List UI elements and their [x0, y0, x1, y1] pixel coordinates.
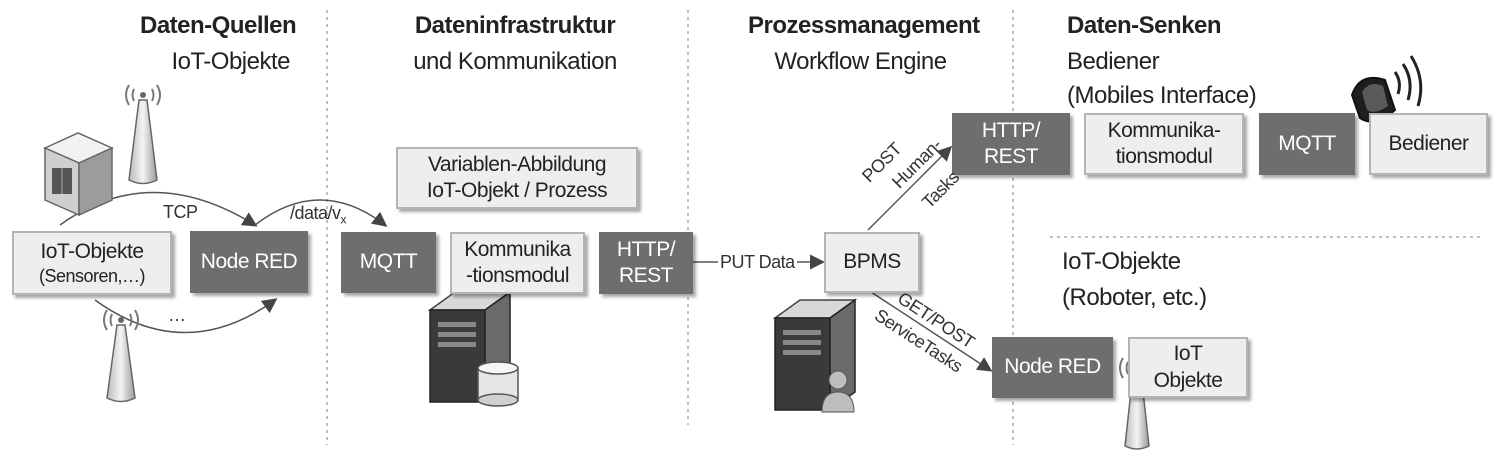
box-line: REST — [618, 264, 674, 287]
box-line: -tionsmodul — [465, 264, 570, 287]
kommunikationsmodul-box: Kommunika -tionsmodul — [450, 232, 585, 294]
header-prozessmanagement: Prozessmanagement Workflow Engine — [748, 12, 980, 76]
edge-label-subscript: x — [340, 212, 347, 227]
antenna-icon — [125, 84, 161, 185]
antenna-icon — [103, 309, 139, 403]
edge-label-tcp: TCP — [163, 202, 198, 222]
edge-label-dots: … — [168, 305, 186, 325]
server-cube-icon — [43, 132, 114, 217]
edge-label-text: /data/v — [290, 203, 341, 223]
bpms-box: BPMS — [824, 232, 920, 293]
box-line: HTTP/ — [616, 237, 676, 261]
user-icon — [821, 370, 855, 413]
header-subtitle: IoT-Objekte — [1062, 248, 1181, 275]
box-line: tionsmodul — [1115, 145, 1213, 168]
header-subtitle: IoT-Objekte — [171, 48, 290, 75]
smartwatch-icon — [1350, 55, 1423, 123]
header-daten-senken: Daten-Senken Bediener (Mobiles Interface… — [1067, 12, 1257, 110]
node-red-box: Node RED — [190, 231, 308, 293]
database-icon — [477, 361, 519, 407]
header-dateninfrastruktur: Dateninfrastruktur und Kommunikation — [400, 12, 630, 76]
header-subtitle: Workflow Engine — [774, 48, 947, 75]
variablen-abbildung-box: Variablen-Abbildung IoT-Objekt / Prozess — [396, 147, 638, 209]
edge-lower — [94, 298, 278, 334]
edge-service-tasks — [867, 289, 993, 372]
bediener-box: Bediener — [1369, 113, 1488, 175]
header-subtitle: und Kommunikation — [413, 48, 617, 75]
box-line: Objekte — [1153, 368, 1223, 392]
edge-human-tasks — [867, 145, 953, 231]
header-subtitle: (Roboter, etc.) — [1062, 284, 1207, 311]
edge-label-data-v: /data/vx — [290, 203, 347, 227]
box-line: Kommunika — [464, 237, 571, 261]
box-line: Kommunika- — [1107, 118, 1221, 142]
mqtt-box: MQTT — [1259, 113, 1355, 175]
box-line: Variablen-Abbildung — [427, 152, 607, 176]
box-line: IoT — [1173, 342, 1203, 366]
header-title: Prozessmanagement — [748, 12, 980, 39]
box-line: IoT-Objekt / Prozess — [426, 179, 608, 202]
header-subtitle: (Mobiles Interface) — [1067, 82, 1257, 109]
box-line: (Sensoren,…) — [38, 265, 146, 286]
box-line: HTTP/ — [981, 118, 1041, 142]
http-rest-box: HTTP/ REST — [599, 232, 693, 294]
header-daten-quellen: Daten-Quellen IoT-Objekte — [140, 12, 297, 76]
node-red-box: Node RED — [992, 337, 1113, 398]
box-line: REST — [983, 145, 1039, 168]
header-title: Dateninfrastruktur — [414, 12, 616, 39]
iot-objekte-box: IoT Objekte — [1128, 337, 1248, 398]
edge-label-put-data: PUT Data — [718, 252, 797, 273]
edge-data-v — [254, 199, 388, 227]
http-rest-box: HTTP/ REST — [952, 113, 1070, 175]
header-subtitle: Bediener — [1067, 48, 1160, 75]
box-line: IoT-Objekte — [40, 239, 144, 263]
header-title: Daten-Quellen — [140, 12, 297, 39]
kommunikationsmodul-box: Kommunika- tionsmodul — [1084, 113, 1244, 175]
mqtt-box: MQTT — [341, 232, 436, 293]
iot-sensors-box: IoT-Objekte (Sensoren,…) — [12, 231, 172, 295]
header-title: Daten-Senken — [1067, 12, 1222, 39]
header-iot-objekte-lower: IoT-Objekte (Roboter, etc.) — [1062, 248, 1207, 312]
